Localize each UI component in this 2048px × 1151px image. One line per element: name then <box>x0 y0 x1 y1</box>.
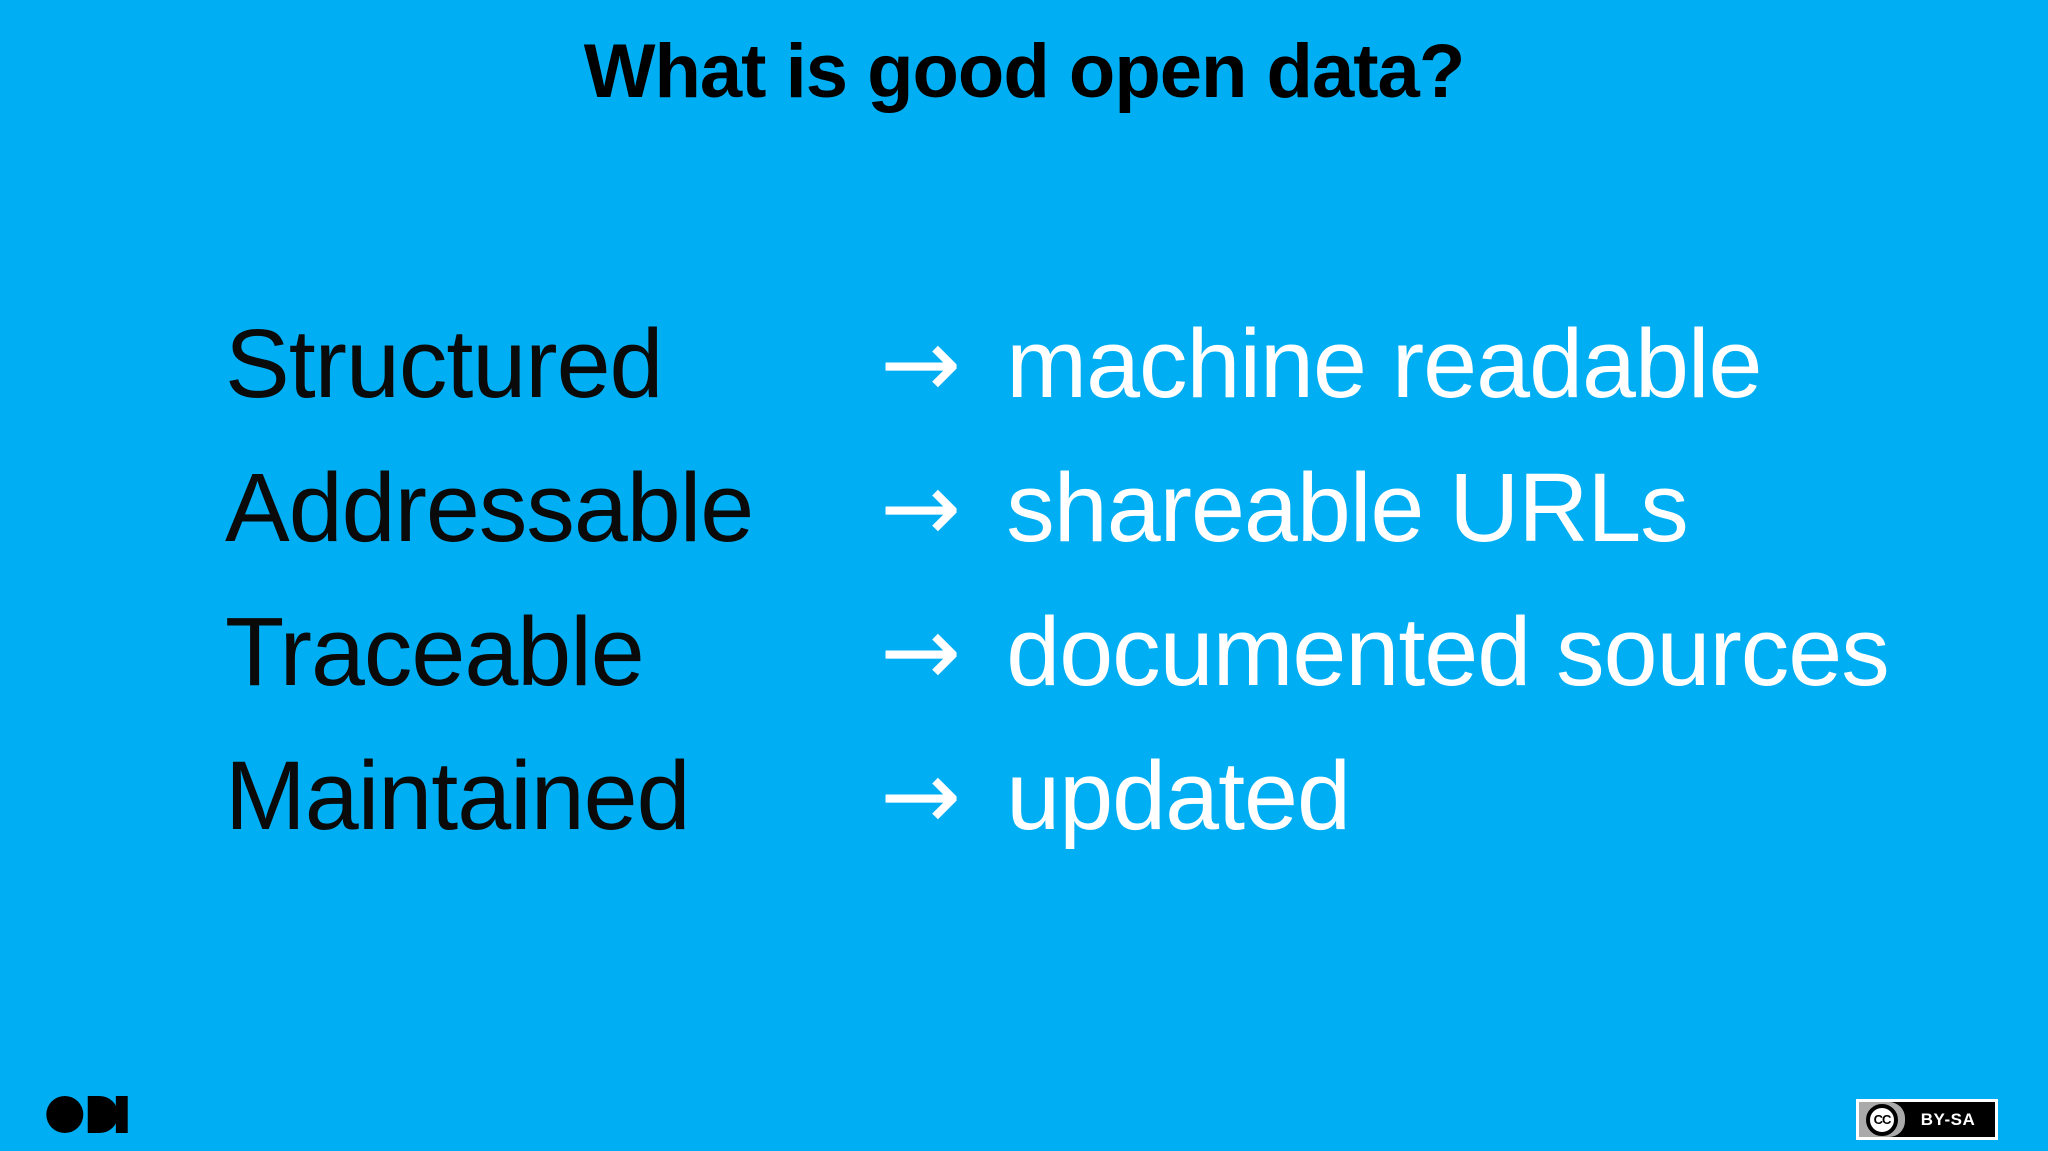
term-label: Structured <box>225 309 664 418</box>
term-label: Traceable <box>225 597 645 706</box>
list-item: Addressable → shareable URLs <box>225 436 2008 580</box>
right-arrow-icon: → <box>880 307 961 420</box>
right-arrow-icon: → <box>880 739 961 852</box>
list-item: Maintained → updated <box>225 724 2008 868</box>
cc-badge-body: CC BY-SA <box>1859 1102 1995 1137</box>
definition-label: machine readable <box>1006 309 1762 418</box>
license-type-label: BY-SA <box>1920 1109 1976 1129</box>
creative-commons-icon: CC <box>1866 1103 1898 1136</box>
definition-list: Structured → machine readable Addressabl… <box>225 292 2008 868</box>
right-arrow-icon: → <box>880 451 961 564</box>
term-label: Maintained <box>225 741 691 850</box>
definition-label: documented sources <box>1006 597 1889 706</box>
list-item: Traceable → documented sources <box>225 580 2008 724</box>
cc-badge-left-panel: CC <box>1859 1102 1905 1137</box>
list-item: Structured → machine readable <box>225 292 2008 436</box>
cc-by-sa-badge: CC BY-SA <box>1856 1099 1998 1140</box>
definition-label: shareable URLs <box>1006 453 1689 562</box>
right-arrow-icon: → <box>880 595 961 708</box>
odi-logo-icon <box>46 1096 128 1133</box>
term-label: Addressable <box>225 453 754 562</box>
slide-title: What is good open data? <box>583 29 1466 114</box>
definition-label: updated <box>1006 741 1351 850</box>
